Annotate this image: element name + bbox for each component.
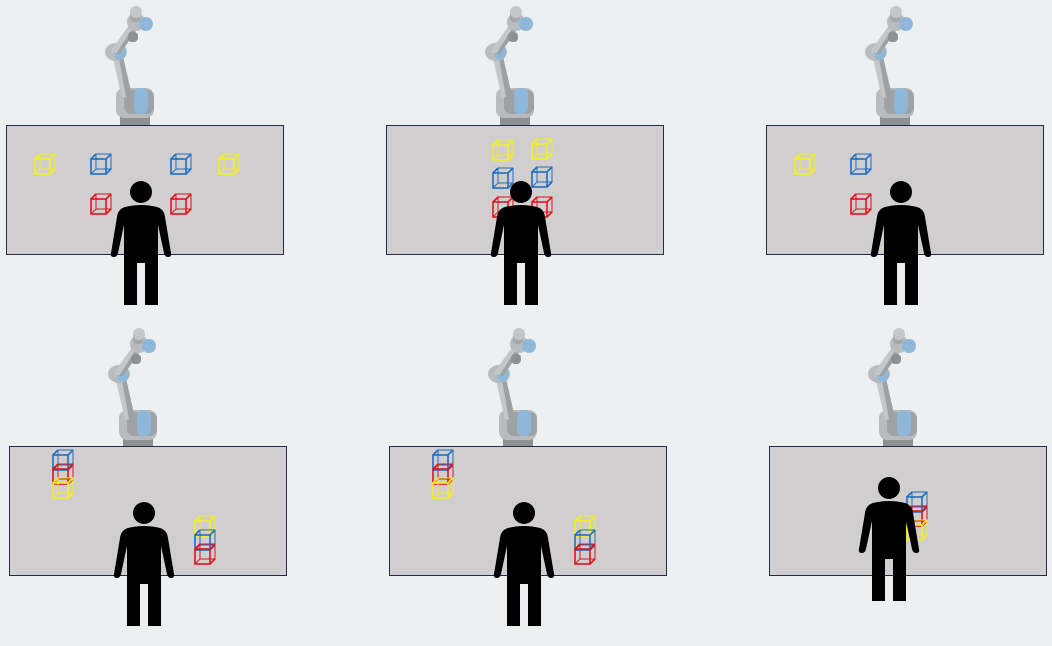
cube-icon bbox=[192, 541, 218, 567]
cube-icon bbox=[168, 151, 194, 177]
cube-icon bbox=[216, 151, 242, 177]
person-icon bbox=[110, 181, 172, 305]
cube-icon bbox=[490, 137, 516, 163]
cube-icon bbox=[792, 151, 818, 177]
scene-panel-4 bbox=[9, 326, 309, 646]
person-icon bbox=[493, 502, 555, 626]
scene-panel-1 bbox=[6, 4, 306, 324]
person-icon bbox=[858, 477, 920, 601]
scene-panel-2 bbox=[386, 4, 686, 324]
person-icon bbox=[490, 181, 552, 305]
robot-arm-icon bbox=[863, 326, 933, 454]
cube-icon bbox=[848, 151, 874, 177]
cube-icon bbox=[88, 151, 114, 177]
cube-icon bbox=[32, 151, 58, 177]
robot-arm-icon bbox=[100, 4, 170, 132]
person-icon bbox=[113, 502, 175, 626]
cube-icon bbox=[529, 136, 555, 162]
scene-panel-3 bbox=[766, 4, 1052, 324]
scene-panel-5 bbox=[389, 326, 689, 646]
robot-arm-icon bbox=[103, 326, 173, 454]
robot-arm-icon bbox=[480, 4, 550, 132]
cube-icon bbox=[430, 475, 456, 501]
scene-panel-6 bbox=[769, 326, 1052, 646]
cube-icon bbox=[50, 475, 76, 501]
person-icon bbox=[870, 181, 932, 305]
robot-arm-icon bbox=[483, 326, 553, 454]
cube-icon bbox=[572, 541, 598, 567]
robot-arm-icon bbox=[860, 4, 930, 132]
